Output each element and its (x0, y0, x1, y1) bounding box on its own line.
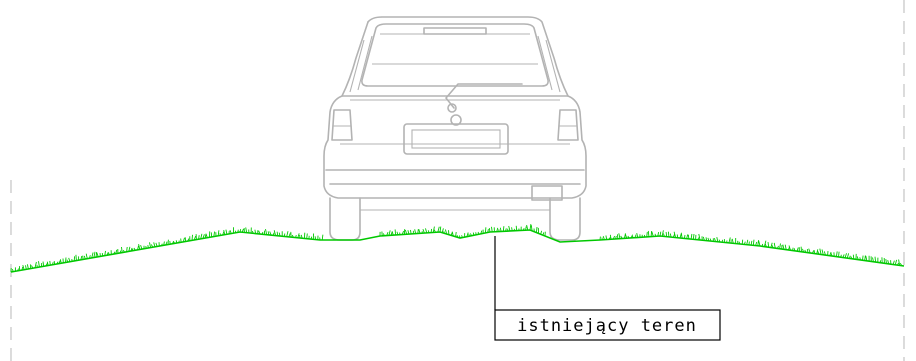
left-wheel (329, 197, 361, 241)
license-plate (411, 129, 501, 149)
rear-wiper (445, 83, 523, 109)
c-pillar-left (349, 35, 373, 93)
tail-light-left (331, 109, 353, 141)
tailgate-lock (450, 114, 462, 126)
car-roof-left (341, 21, 369, 97)
rear-window (361, 23, 549, 87)
c-pillar-right (537, 35, 561, 93)
license-plate-recess (403, 123, 509, 155)
car-rear-view (323, 16, 587, 241)
car-roof (367, 16, 569, 97)
reflector-right (531, 185, 563, 201)
grass-blades (10, 224, 903, 273)
rear-bumper (325, 169, 585, 185)
rear-window-inner (372, 33, 538, 65)
right-wheel (549, 197, 581, 241)
wiper-pivot (447, 103, 457, 113)
car-body (323, 95, 587, 199)
grass-tufts (10, 224, 903, 273)
existing-terrain-line (10, 229, 905, 273)
tail-light-right (557, 109, 579, 141)
label-box (494, 309, 721, 341)
brake-light (423, 27, 487, 35)
terrain-label: istniejący teren (517, 316, 697, 336)
tailgate-line (340, 99, 570, 145)
